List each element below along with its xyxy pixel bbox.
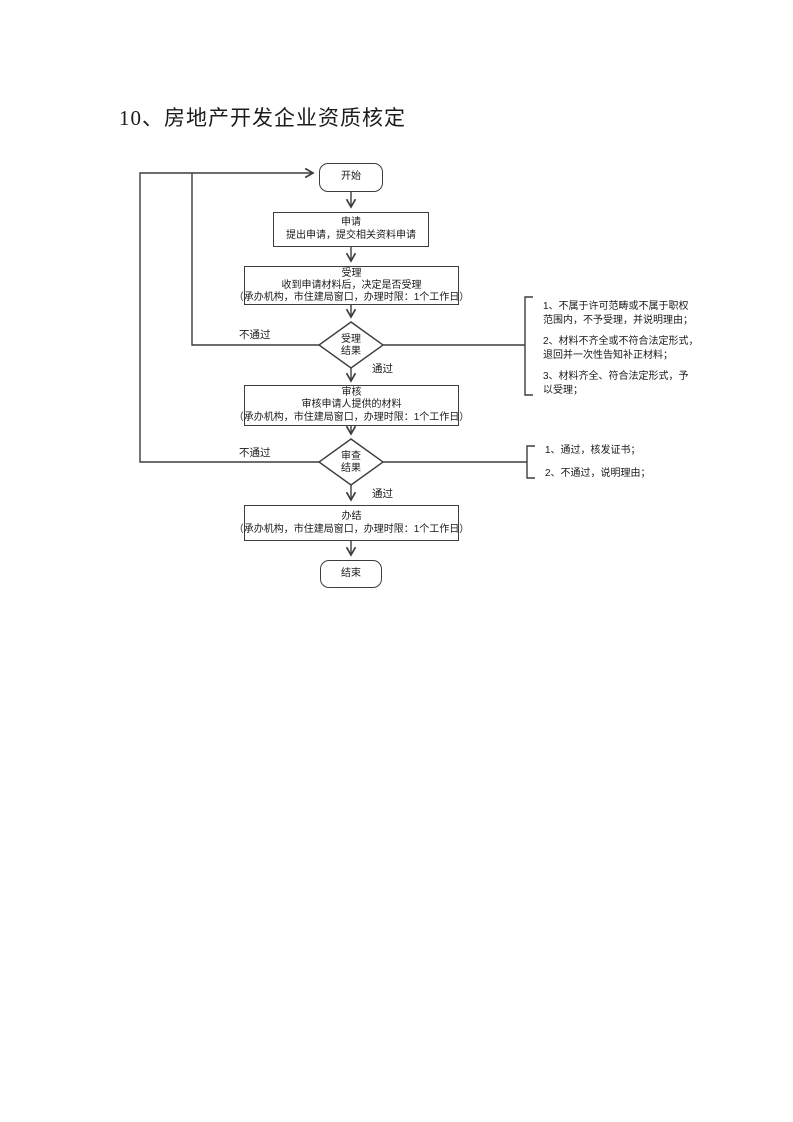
- loopback-decision2-fail-to-start: [139, 167, 319, 463]
- node-apply: 申请 提出申请，提交相关资料申请: [273, 212, 429, 247]
- node-apply-desc: 提出申请，提交相关资料申请: [286, 229, 416, 241]
- note-accept-item-1-line-2: 范围内，不予受理，并说明理由；: [543, 314, 693, 326]
- node-apply-title: 申请: [341, 217, 361, 228]
- edge-label-fail2: 不通过: [239, 447, 271, 459]
- note-review-item-1-line-1: 1、通过，核发证书；: [545, 445, 641, 456]
- note-review-item-2-line-1: 2、不通过，说明理由；: [545, 467, 651, 479]
- node-end: 结束: [320, 560, 382, 588]
- note-accept-item-3-line-2: 以受理；: [543, 384, 583, 396]
- note-accept-item-3-line-1: 3、材料齐全、符合法定形式，予: [543, 371, 689, 382]
- decision2-diamond: [317, 438, 385, 486]
- note-accept-item-2-line-1: 2、材料不齐全或不符合法定形式，: [543, 336, 699, 347]
- decision1-line2: 结果: [341, 345, 361, 357]
- note-review-result: 1、通过，核发证书； 2、不通过，说明理由；: [545, 444, 705, 488]
- loopback-decision1-fail: [191, 173, 319, 346]
- node-accept: 受理 收到申请材料后，决定是否受理 （承办机构，市住建局窗口，办理时限：1个工作…: [234, 266, 469, 305]
- decision2-label: 审查 结果: [319, 451, 383, 474]
- node-start: 开始: [319, 163, 383, 192]
- node-accept-meta: （承办机构，市住建局窗口，办理时限：1个工作日）: [233, 291, 470, 303]
- decision2-line1: 审查: [341, 451, 361, 462]
- note-accept-item-2-line-2: 退回并一次性告知补正材料；: [543, 349, 673, 361]
- node-review-title: 审核: [341, 386, 362, 398]
- note-accept-result: 1、不属于许可范畴或不属于职权 范围内，不予受理，并说明理由； 2、材料不齐全或…: [543, 300, 703, 405]
- node-review-desc: 审核申请人提供的材料: [301, 399, 402, 411]
- note-accept-item-2: 2、材料不齐全或不符合法定形式， 退回并一次性告知补正材料；: [543, 335, 703, 362]
- edge-label-fail1: 不通过: [239, 329, 271, 341]
- node-done-meta: （承办机构，市住建局窗口，办理时限：1个工作日）: [233, 524, 470, 535]
- page-title: 10、房地产开发企业资质核定: [119, 106, 406, 130]
- node-accept-title: 受理: [341, 267, 362, 279]
- node-start-label: 开始: [341, 171, 361, 183]
- node-done: 办结 （承办机构，市住建局窗口，办理时限：1个工作日）: [234, 505, 469, 541]
- node-accept-desc: 收到申请材料后，决定是否受理: [281, 279, 422, 291]
- note-accept-item-3: 3、材料齐全、符合法定形式，予 以受理；: [543, 370, 703, 397]
- edge-label-pass1: 通过: [372, 363, 393, 375]
- node-review: 审核 审核申请人提供的材料 （承办机构，市住建局窗口，办理时限：1个工作日）: [234, 385, 469, 426]
- decision1-label: 受理 结果: [319, 334, 383, 357]
- note-accept-item-1: 1、不属于许可范畴或不属于职权 范围内，不予受理，并说明理由；: [543, 300, 703, 327]
- node-done-title: 办结: [341, 511, 362, 522]
- decision1-diamond: [317, 321, 385, 369]
- node-end-label: 结束: [341, 567, 361, 579]
- edge-label-pass2: 通过: [372, 488, 393, 500]
- bracket-note1: [524, 296, 533, 396]
- decision1-line1: 受理: [341, 334, 361, 345]
- note-review-item-1: 1、通过，核发证书；: [545, 444, 705, 458]
- node-review-meta: （承办机构，市住建局窗口，办理时限：1个工作日）: [233, 411, 470, 423]
- decision2-line2: 结果: [341, 462, 361, 474]
- bracket-note2: [526, 445, 535, 479]
- note-accept-item-1-line-1: 1、不属于许可范畴或不属于职权: [543, 301, 689, 312]
- note-review-item-2: 2、不通过，说明理由；: [545, 467, 705, 481]
